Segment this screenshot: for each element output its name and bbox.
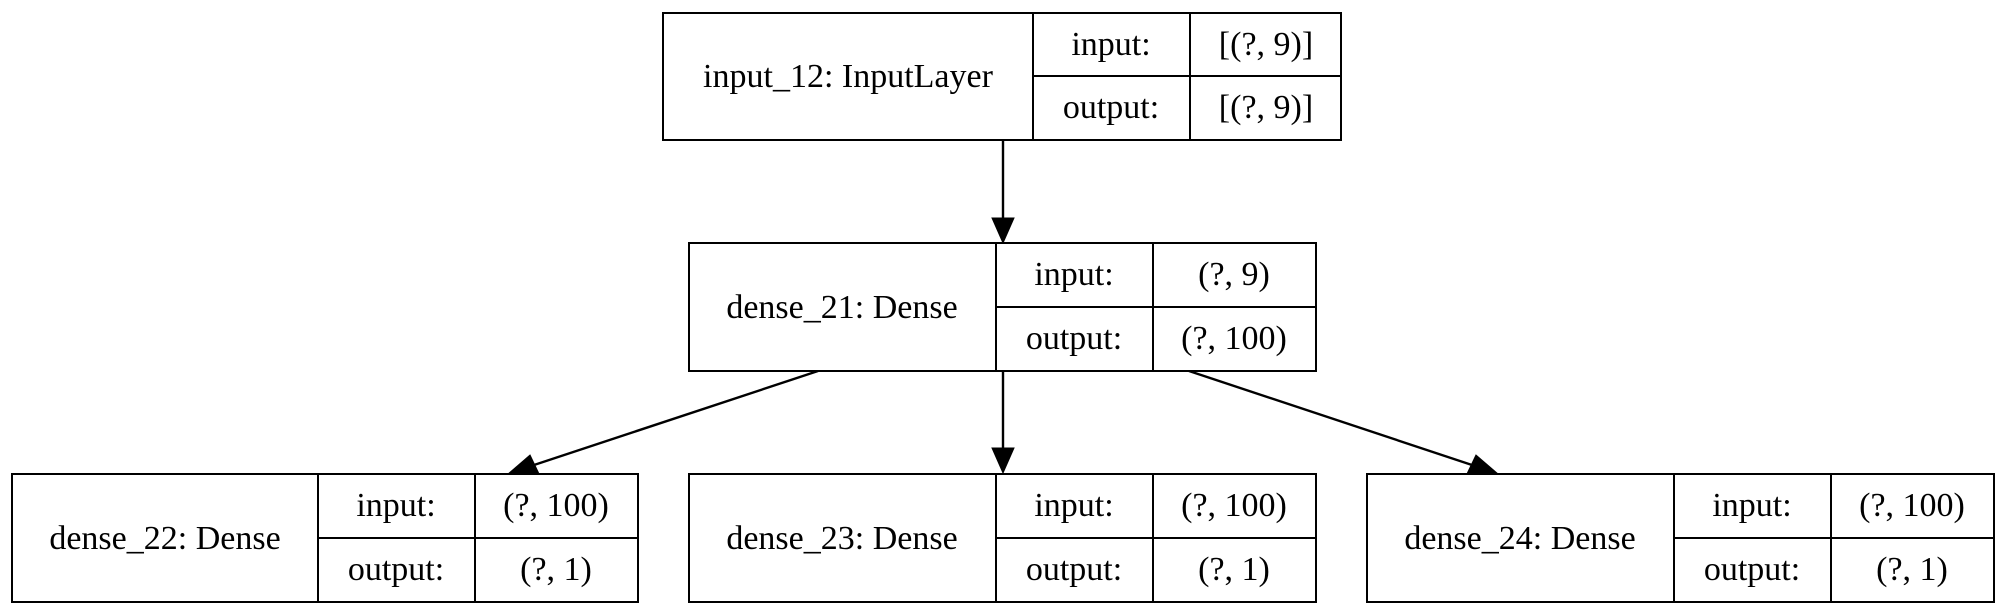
output-shape: (?, 1) bbox=[1198, 551, 1270, 588]
output-shape: [(?, 9)] bbox=[1219, 89, 1313, 126]
node-dense-24: dense_24: Dense input: (?, 100) output: … bbox=[1366, 473, 1995, 603]
node-title: dense_22: Dense bbox=[49, 520, 280, 557]
edge-dense-21-to-dense-22 bbox=[533, 369, 819, 467]
input-label: input: bbox=[1034, 487, 1113, 524]
output-shape: (?, 100) bbox=[1181, 320, 1287, 357]
node-dense-21: dense_21: Dense input: (?, 9) output: (?… bbox=[688, 242, 1317, 372]
output-label: output: bbox=[1063, 89, 1159, 126]
input-shape: (?, 100) bbox=[1859, 487, 1965, 524]
input-label: input: bbox=[1034, 256, 1113, 293]
input-label: input: bbox=[1712, 487, 1791, 524]
input-label: input: bbox=[1071, 26, 1150, 63]
node-input-12: input_12: InputLayer input: [(?, 9)] out… bbox=[662, 12, 1342, 141]
input-shape: [(?, 9)] bbox=[1219, 26, 1313, 63]
node-dense-22: dense_22: Dense input: (?, 100) output: … bbox=[11, 473, 639, 603]
arrowhead-dense-23 bbox=[991, 447, 1015, 475]
node-title: input_12: InputLayer bbox=[703, 58, 994, 95]
arrowhead-dense-21 bbox=[991, 217, 1015, 245]
arrowhead-dense-24 bbox=[1465, 454, 1500, 477]
input-label: input: bbox=[356, 487, 435, 524]
output-shape: (?, 1) bbox=[520, 551, 592, 588]
output-label: output: bbox=[1026, 551, 1122, 588]
node-title: dense_23: Dense bbox=[726, 520, 957, 557]
output-shape: (?, 1) bbox=[1876, 551, 1948, 588]
node-title: dense_21: Dense bbox=[726, 289, 957, 326]
input-shape: (?, 100) bbox=[1181, 487, 1287, 524]
output-label: output: bbox=[1026, 320, 1122, 357]
edge-dense-21-to-dense-24 bbox=[1188, 369, 1473, 467]
arrowhead-dense-22 bbox=[506, 454, 541, 477]
node-dense-23: dense_23: Dense input: (?, 100) output: … bbox=[688, 473, 1317, 603]
output-label: output: bbox=[348, 551, 444, 588]
input-shape: (?, 9) bbox=[1198, 256, 1270, 293]
input-shape: (?, 100) bbox=[503, 487, 609, 524]
output-label: output: bbox=[1704, 551, 1800, 588]
node-title: dense_24: Dense bbox=[1404, 520, 1635, 557]
edges bbox=[506, 140, 1500, 477]
